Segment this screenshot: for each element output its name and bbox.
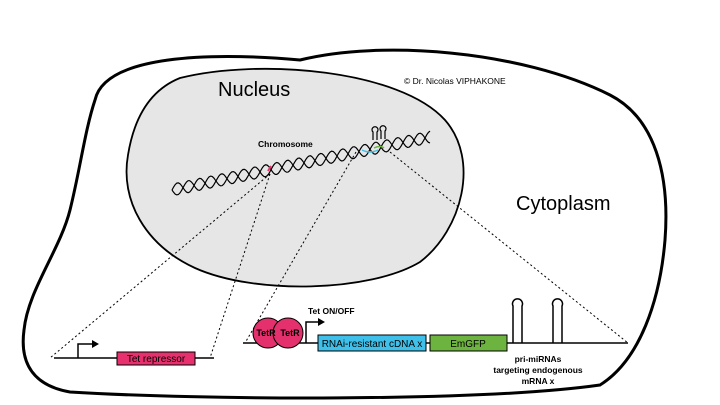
helix-strand-a [171, 130, 431, 196]
nucleus-compartment [125, 67, 465, 288]
helix-strand-b [171, 132, 431, 194]
emgfp-label: EmGFP [450, 339, 486, 350]
tet-repressor-construct: Tet repressor [54, 340, 214, 366]
promoter-arrowhead-left [92, 340, 99, 348]
tetr-right-circle [272, 317, 304, 349]
inducible-rnai-construct: TetR TetR Tet ON/OFF RNAi-resistant cDNA… [243, 298, 628, 386]
cell-membrane [21, 48, 668, 400]
zoom-line-2 [209, 173, 271, 359]
pri-mirnas-label-line-3: mRNA x [522, 376, 555, 386]
promoter-arrow-left [77, 343, 92, 358]
promoter-arrow-right [305, 321, 318, 343]
copyright-label: © Dr. Nicolas VIPHAKONE [404, 76, 506, 86]
insertion-site-red [267, 165, 272, 172]
pri-mirnas-label-line-2: targeting endogenous [493, 365, 583, 375]
chromosome-label: Chromosome [258, 139, 313, 149]
emgfp-box [429, 334, 508, 352]
nucleus-label: Nucleus [218, 79, 290, 101]
insertion-site-green [373, 145, 385, 149]
chromosome-hairpin-1 [371, 126, 379, 140]
tet-repressor-label: Tet repressor [127, 354, 186, 365]
cytoplasm-label: Cytoplasm [516, 193, 610, 215]
insertion-site-blue [361, 149, 379, 153]
promoter-arrowhead-right [318, 318, 325, 326]
chromosome-hairpin-2 [379, 125, 387, 139]
tet-on-off-label: Tet ON/OFF [308, 306, 355, 316]
zoom-line-3 [244, 151, 357, 344]
cdna-label: RNAi-resistant cDNA x [322, 339, 423, 350]
zoom-line-1 [49, 173, 271, 359]
chromosome-helix [171, 125, 431, 196]
zoom-lines [49, 151, 629, 359]
cdna-box [317, 334, 427, 352]
zoom-line-4 [389, 151, 629, 344]
tetr-right-label: TetR [280, 328, 300, 338]
pri-mirna-hairpin-1 [511, 298, 524, 343]
pri-mirnas-label-line-1: pri-miRNAs [515, 354, 562, 364]
tetr-left-label: TetR [256, 328, 276, 338]
tet-repressor-box [116, 351, 196, 366]
pri-mirna-hairpin-2 [551, 298, 564, 343]
